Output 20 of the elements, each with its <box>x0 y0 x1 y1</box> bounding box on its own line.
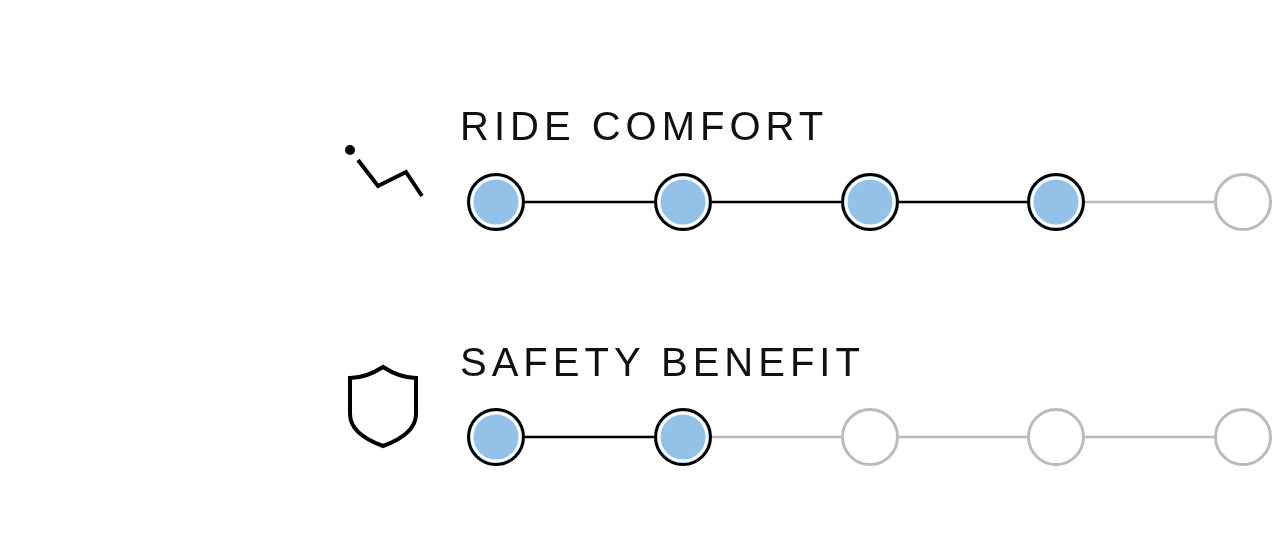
rating-dot-filled <box>654 173 712 231</box>
rating-dot-filled <box>467 173 525 231</box>
rating-dot-filled <box>654 408 712 466</box>
rating-dot-empty <box>1027 408 1085 466</box>
connector-line <box>525 200 654 204</box>
connector-line <box>1085 435 1214 439</box>
rating-heading: RIDE COMFORT <box>460 106 829 146</box>
rating-dot-filled <box>467 408 525 466</box>
connector-line <box>1085 200 1214 204</box>
rating-dot-empty <box>1214 408 1272 466</box>
connector-line <box>899 435 1027 439</box>
rating-dot-filled <box>1027 173 1085 231</box>
connector-line <box>712 200 841 204</box>
connector-line <box>899 200 1027 204</box>
rating-dot-empty <box>1214 173 1272 231</box>
rating-dot-empty <box>841 408 899 466</box>
connector-line <box>712 435 841 439</box>
rating-heading: SAFETY BENEFIT <box>460 342 865 382</box>
rating-dot-filled <box>841 173 899 231</box>
connector-line <box>525 435 654 439</box>
